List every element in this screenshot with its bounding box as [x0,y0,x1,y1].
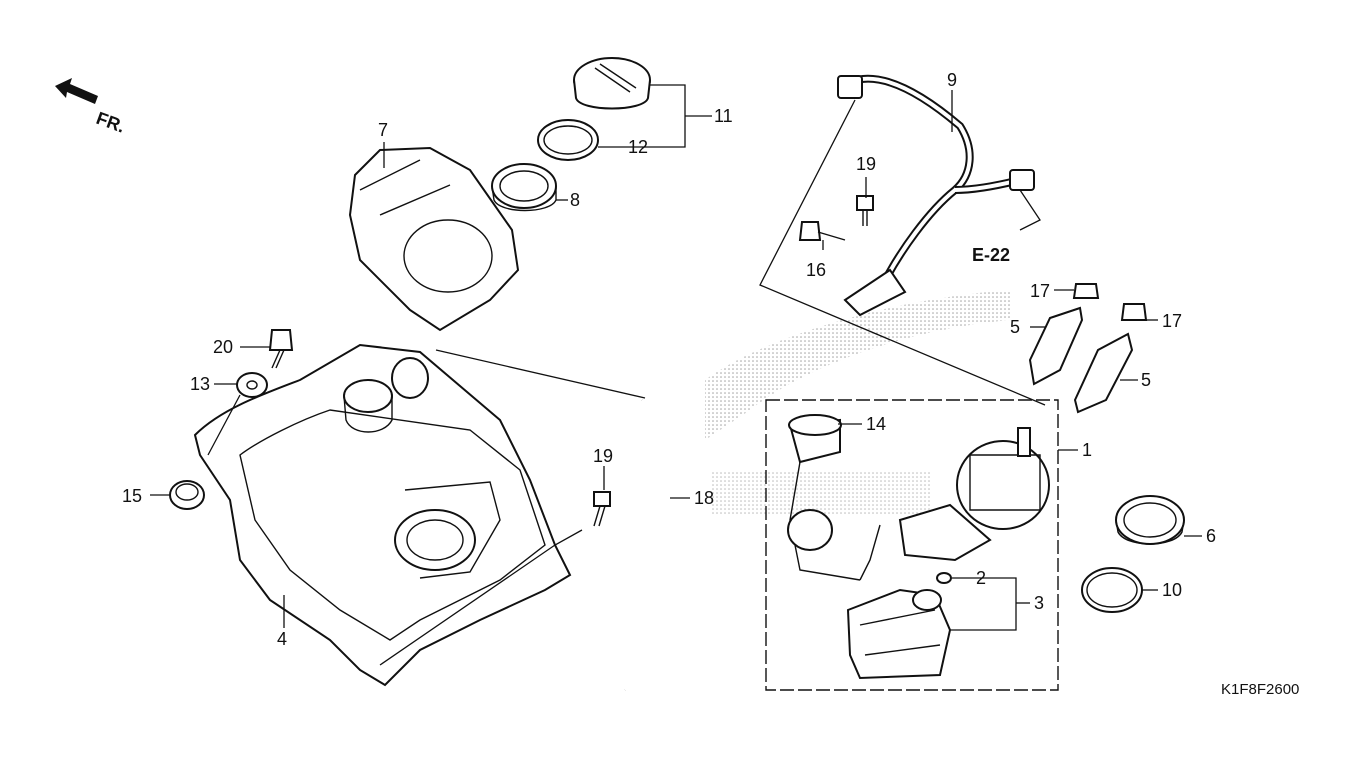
callout-9: 9 [947,70,957,90]
fuel-filter-3-part [846,588,952,680]
watermark-stipple [705,290,1010,440]
callout-5-left: 5 [1010,317,1020,337]
callout-16: 16 [806,260,826,280]
fuel-cap-part [573,57,651,110]
callout-1: 1 [1082,440,1092,460]
bolt-16-part [798,221,846,241]
callout-8: 8 [570,190,580,210]
cap-seal-part [537,119,599,161]
leader-lines [150,84,1202,666]
callout-4: 4 [277,629,287,649]
callout-15: 15 [122,486,142,506]
callout-19-upper: 19 [856,154,876,174]
grommet-13-part [236,372,268,398]
float-arm-part [787,414,881,581]
callout-17-right: 17 [1162,311,1182,331]
callout-14: 14 [866,414,886,434]
hose-assembly-9-part [837,74,1035,317]
ring-6-part [1115,495,1185,545]
callout-13: 13 [190,374,210,394]
filler-tray-part [348,146,520,332]
nut-17-right-part [1120,303,1148,321]
watermark-stipple-2 [710,470,930,515]
hose-18-inner [622,398,668,692]
filler-ring-part [491,163,557,212]
nut-17-left-part [1072,283,1100,299]
diagram-code: K1F8F2600 [1221,681,1299,698]
callout-10: 10 [1162,580,1182,600]
reference-label: E-22 [972,245,1010,265]
hose-18-part [624,399,666,691]
callout-17-left: 17 [1030,281,1050,301]
plate-5-left-part [1028,306,1084,386]
callout-20: 20 [213,337,233,357]
rubber-15-part [169,480,205,510]
callout-6: 6 [1206,526,1216,546]
direction-label: FR. [94,108,128,137]
callout-7: 7 [378,120,388,140]
gasket-2-part [936,572,952,584]
fuel-pump-assembly-box [765,399,1059,691]
o-ring-10-part [1081,567,1143,613]
bolt-19-upper-part [856,195,874,226]
callout-19-lower: 19 [593,446,613,466]
callout-2: 2 [976,568,986,588]
bolt-19-lower-part [593,491,611,527]
callout-11: 11 [714,106,733,126]
fuel-pump-part [898,427,1050,562]
bolt-20-part [268,329,294,369]
callout-18: 18 [694,488,714,508]
callout-3: 3 [1034,593,1044,613]
front-direction-arrow-icon [55,78,98,104]
callout-12: 12 [628,137,648,157]
fuel-tank-part [193,343,572,687]
plate-5-right-part [1073,332,1134,414]
callout-5-right: 5 [1141,370,1151,390]
